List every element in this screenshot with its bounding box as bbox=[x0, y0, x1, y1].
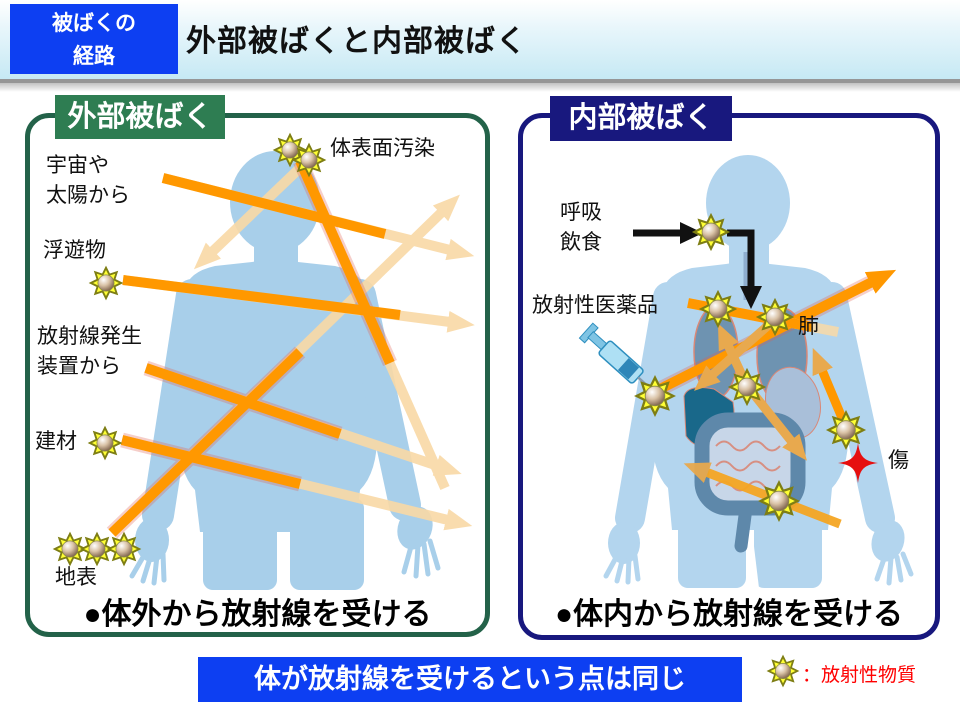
header-divider bbox=[0, 79, 960, 83]
conclusion-banner: 体が放射線を受けるという点は同じ bbox=[198, 657, 742, 702]
external-statement: ●体外から放射線を受ける bbox=[83, 598, 432, 631]
surface-contamination-label: 体表面汚染 bbox=[330, 137, 435, 160]
ground-beam bbox=[108, 348, 304, 537]
legend-label: ：放射性物質 bbox=[802, 665, 917, 686]
radioactive-star-icon bbox=[292, 143, 326, 177]
radioactive-star-icon bbox=[759, 481, 799, 521]
cosmic-label-line1: 宇宙や bbox=[46, 154, 109, 177]
left-body-fingers bbox=[129, 538, 441, 586]
radioactive-star-icon bbox=[107, 532, 141, 566]
intake-label: 呼吸 飲食 bbox=[560, 198, 602, 259]
device-label-line2: 装置から bbox=[37, 355, 121, 379]
topic-line1: 被ばくの bbox=[52, 12, 136, 35]
stomach-down-arrow bbox=[748, 389, 807, 461]
device-label-line1: 放射線発生 bbox=[37, 325, 142, 348]
radioactive-star-icon bbox=[89, 266, 123, 300]
head-beam-downleft bbox=[193, 162, 306, 270]
floating-matter-label: 浮遊物 bbox=[43, 239, 106, 262]
external-exposure-label: 外部被ばく bbox=[55, 95, 225, 139]
internal-exposure-label: 内部被ばく bbox=[550, 96, 732, 141]
right-body-fingers bbox=[603, 551, 914, 586]
radioactive-star-icon bbox=[827, 411, 865, 449]
radiation-device-label: 放射線発生 装置から bbox=[37, 322, 142, 383]
page-title: 外部被ばくと内部被ばく bbox=[186, 25, 527, 58]
syringe-icon bbox=[578, 322, 656, 394]
building-material-label: 建材 bbox=[35, 430, 77, 453]
ground-surface-label: 地表 bbox=[55, 566, 97, 589]
intake-arrow bbox=[633, 222, 762, 309]
external-radiation-beams bbox=[106, 157, 475, 539]
topic-badge: 被ばくの 経路 bbox=[10, 4, 178, 74]
wound-label: 傷 bbox=[888, 449, 909, 472]
header-divider-shadow bbox=[0, 83, 960, 92]
radioactive-star-icon bbox=[700, 291, 736, 327]
injection-beam bbox=[649, 269, 897, 398]
lung-to-liver-arrow bbox=[694, 318, 775, 391]
radioactive-star-icon bbox=[693, 214, 729, 250]
cosmic-beam bbox=[161, 173, 387, 239]
lung-label: 肺 bbox=[798, 315, 819, 338]
radioactive-star-icon bbox=[729, 369, 765, 405]
topic-line2: 経路 bbox=[73, 45, 115, 68]
wound-star-icon bbox=[838, 443, 878, 483]
internal-statement: ●体内から放射線を受ける bbox=[554, 598, 904, 631]
legend-radioactive-star-icon bbox=[767, 655, 799, 687]
radioactive-star-icon bbox=[757, 299, 793, 335]
building-beam bbox=[120, 435, 302, 489]
cosmic-label: 宇宙や 太陽から bbox=[46, 151, 130, 212]
forearm-arrow bbox=[812, 347, 850, 427]
radiopharmaceutical-label: 放射性医薬品 bbox=[532, 294, 658, 317]
cosmic-label-line2: 太陽から bbox=[46, 184, 130, 208]
floating-beam bbox=[122, 275, 401, 320]
radioactive-star-icon bbox=[88, 426, 122, 460]
head-beam bbox=[295, 158, 395, 366]
intake-label-line2: 飲食 bbox=[560, 231, 602, 255]
intake-label-line1: 呼吸 bbox=[560, 201, 602, 224]
radioactive-star-icon bbox=[635, 376, 675, 416]
